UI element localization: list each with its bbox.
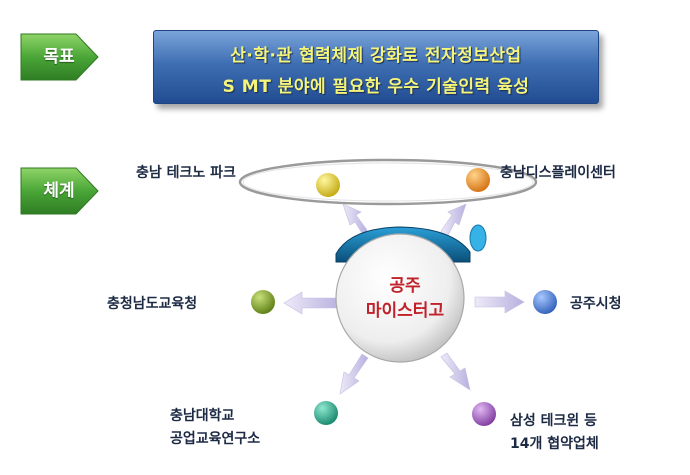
- samsung-techwin-label-line-1: 삼성 테크윈 등: [510, 413, 598, 429]
- display-center-dot: [466, 168, 490, 192]
- top-ring: [238, 158, 538, 206]
- univ-institute-dot: [314, 401, 338, 425]
- gongju-city-label: 공주시청: [570, 296, 622, 312]
- system-tag-label: 체계: [43, 181, 75, 201]
- education-office-dot: [251, 290, 275, 314]
- techno-park-dot: [316, 173, 340, 197]
- goal-line-1: 산·학·관 협력체제 강화로 전자정보산업: [230, 46, 522, 66]
- display-center-label: 충남디스플레이센터: [500, 165, 616, 181]
- univ-institute-label-line-1: 충남대학교: [170, 408, 235, 424]
- system-tag: 체계: [20, 167, 100, 217]
- goal-tag-label: 목표: [43, 47, 75, 67]
- arrow-to-samsung-techwin: [440, 352, 471, 391]
- center-label-line-1: 공주: [389, 276, 421, 296]
- center-circle: [335, 233, 465, 363]
- arrow-to-univ-institute: [339, 353, 369, 395]
- techno-park-label: 충남 테크노 파크: [136, 165, 236, 181]
- samsung-techwin-label-line-2: 14개 협약업체: [510, 436, 599, 452]
- univ-institute-label-line-2: 공업교육연구소: [170, 431, 261, 447]
- arrow-to-education-office: [283, 291, 341, 315]
- samsung-techwin-dot: [472, 402, 496, 426]
- goal-line-2: S MT 분야에 필요한 우수 기술인력 육성: [222, 77, 530, 97]
- gongju-city-dot: [533, 290, 557, 314]
- education-office-label: 충청남도교육청: [107, 296, 198, 312]
- goal-banner: 산·학·관 협력체제 강화로 전자정보산업 S MT 분야에 필요한 우수 기술…: [153, 30, 599, 104]
- center-label-line-2: 마이스터고: [365, 301, 445, 321]
- arrow-to-techno-park: [342, 203, 368, 239]
- goal-tag: 목표: [20, 33, 100, 83]
- arrow-to-gongju-city: [474, 290, 525, 314]
